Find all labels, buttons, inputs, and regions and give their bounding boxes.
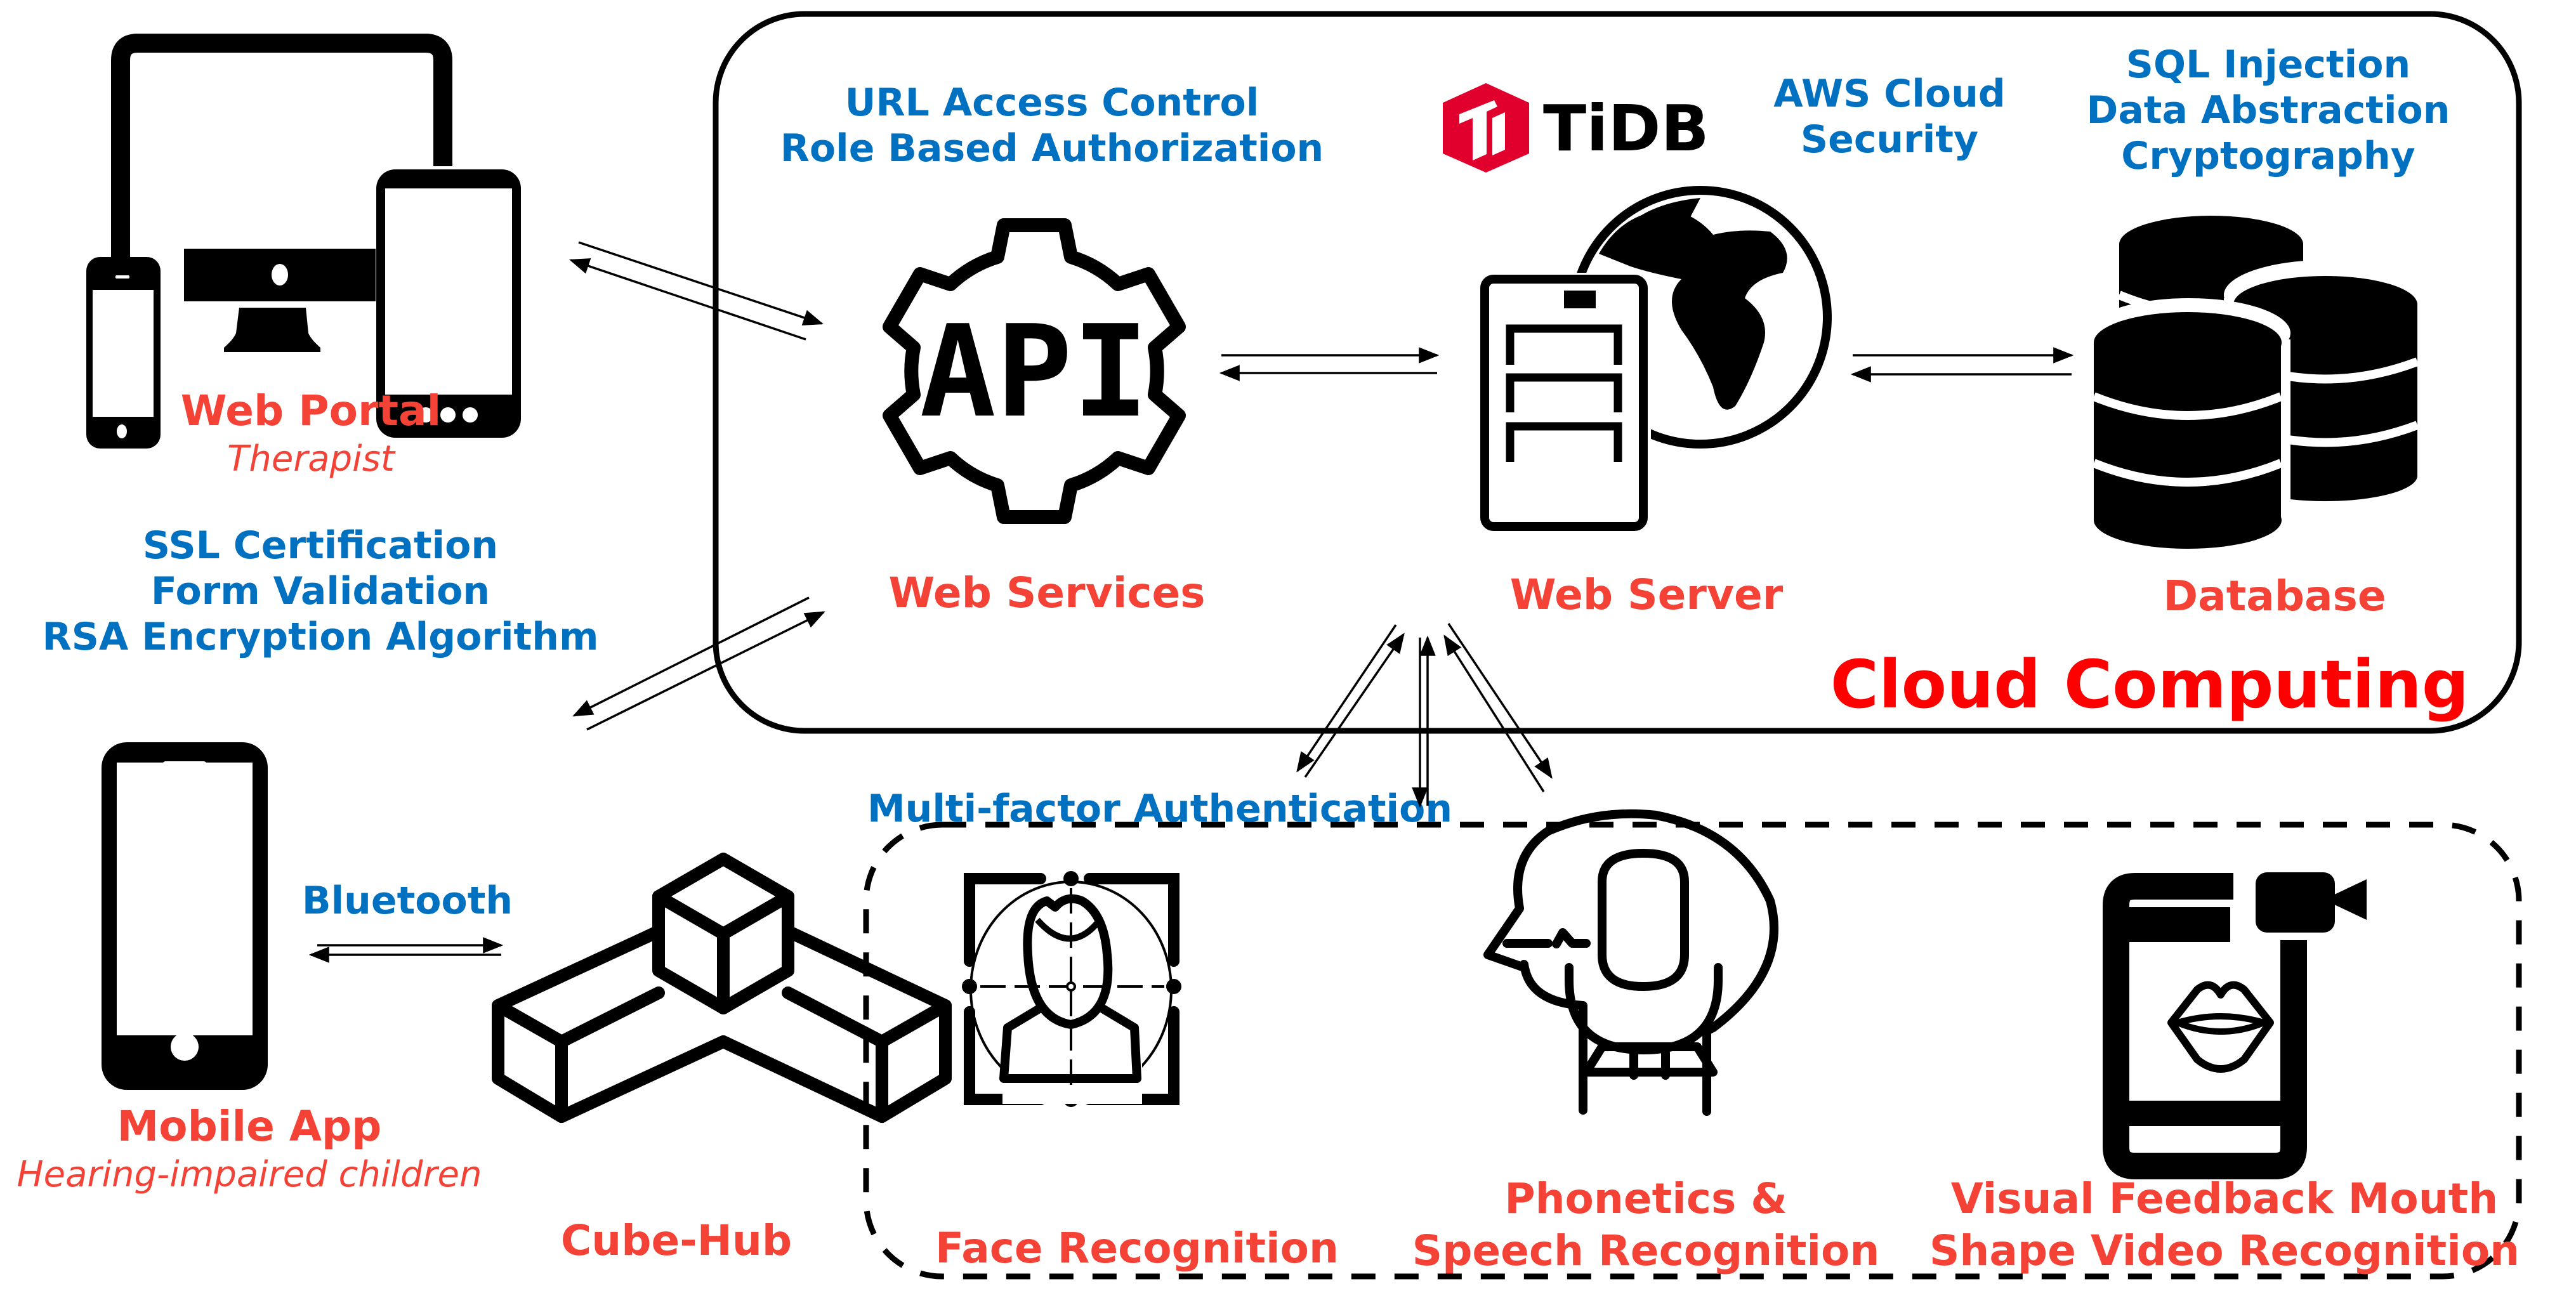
database-stack-icon — [2087, 216, 2427, 549]
edge-web-server-face-recognition — [1296, 624, 1405, 778]
bluetooth-label: Bluetooth — [302, 879, 513, 923]
web-server-security-line-2: Security — [1801, 117, 1978, 162]
visual-feedback-label-line-1: Visual Feedback Mouth — [1951, 1174, 2498, 1223]
cubes-icon — [492, 853, 952, 1123]
mobile-app-label: Mobile App — [117, 1102, 382, 1151]
phone-lips-camera-icon — [2103, 872, 2367, 1179]
client-security-line-3: RSA Encryption Algorithm — [43, 615, 599, 659]
cloud-computing-group — [713, 11, 2522, 734]
database-security-line-2: Data Abstraction — [2087, 88, 2450, 133]
cloud-computing-title: Cloud Computing — [1830, 646, 2469, 723]
edge-web-server-database — [1850, 347, 2074, 383]
visual-feedback-label-line-2: Shape Video Recognition — [1929, 1226, 2520, 1275]
cube-hub-label: Cube-Hub — [561, 1216, 792, 1265]
client-security-line-1: SSL Certification — [143, 523, 498, 568]
edge-web-server-speech-recognition — [1412, 635, 1436, 808]
multi-device-icon — [86, 34, 521, 449]
database-security-line-1: SQL Injection — [2126, 43, 2410, 87]
api-gear-icon: API — [883, 218, 1186, 524]
database-label: Database — [2163, 572, 2386, 620]
web-portal-label: Web Portal — [181, 386, 441, 435]
web-server-security-line-1: AWS Cloud — [1773, 72, 2006, 116]
edge-mobile-app-cube-hub — [308, 937, 504, 963]
web-services-security-line-2: Role Based Authorization — [780, 126, 1324, 171]
edge-web-server-visual-feedback — [1443, 623, 1553, 792]
web-portal-sublabel: Therapist — [227, 438, 396, 480]
speech-recognition-label-line-1: Phonetics & — [1504, 1174, 1787, 1223]
smartphone-icon — [102, 742, 268, 1090]
edge-mobile-app-web-services — [572, 596, 825, 731]
api-text: API — [919, 298, 1148, 446]
head-microphone-icon — [1483, 809, 1778, 1116]
database-security-line-3: Cryptography — [2121, 134, 2415, 178]
mobile-app-sublabel: Hearing-impaired children — [17, 1154, 482, 1195]
edge-web-services-web-server — [1219, 347, 1440, 381]
web-server-label: Web Server — [1510, 570, 1784, 619]
edge-web-portal-web-services — [568, 241, 824, 341]
face-recognition-label: Face Recognition — [935, 1224, 1339, 1273]
client-security-line-2: Form Validation — [151, 569, 490, 613]
face-scan-icon — [962, 871, 1181, 1107]
server-globe-icon — [1478, 186, 1832, 531]
web-services-label: Web Services — [888, 568, 1205, 617]
multi-factor-label: Multi-factor Authentication — [867, 787, 1452, 831]
speech-recognition-label-line-2: Speech Recognition — [1412, 1226, 1880, 1275]
tidb-logo: TiDB — [1443, 83, 1709, 173]
tidb-wordmark: TiDB — [1543, 91, 1709, 166]
web-services-security-line-1: URL Access Control — [845, 81, 1259, 125]
